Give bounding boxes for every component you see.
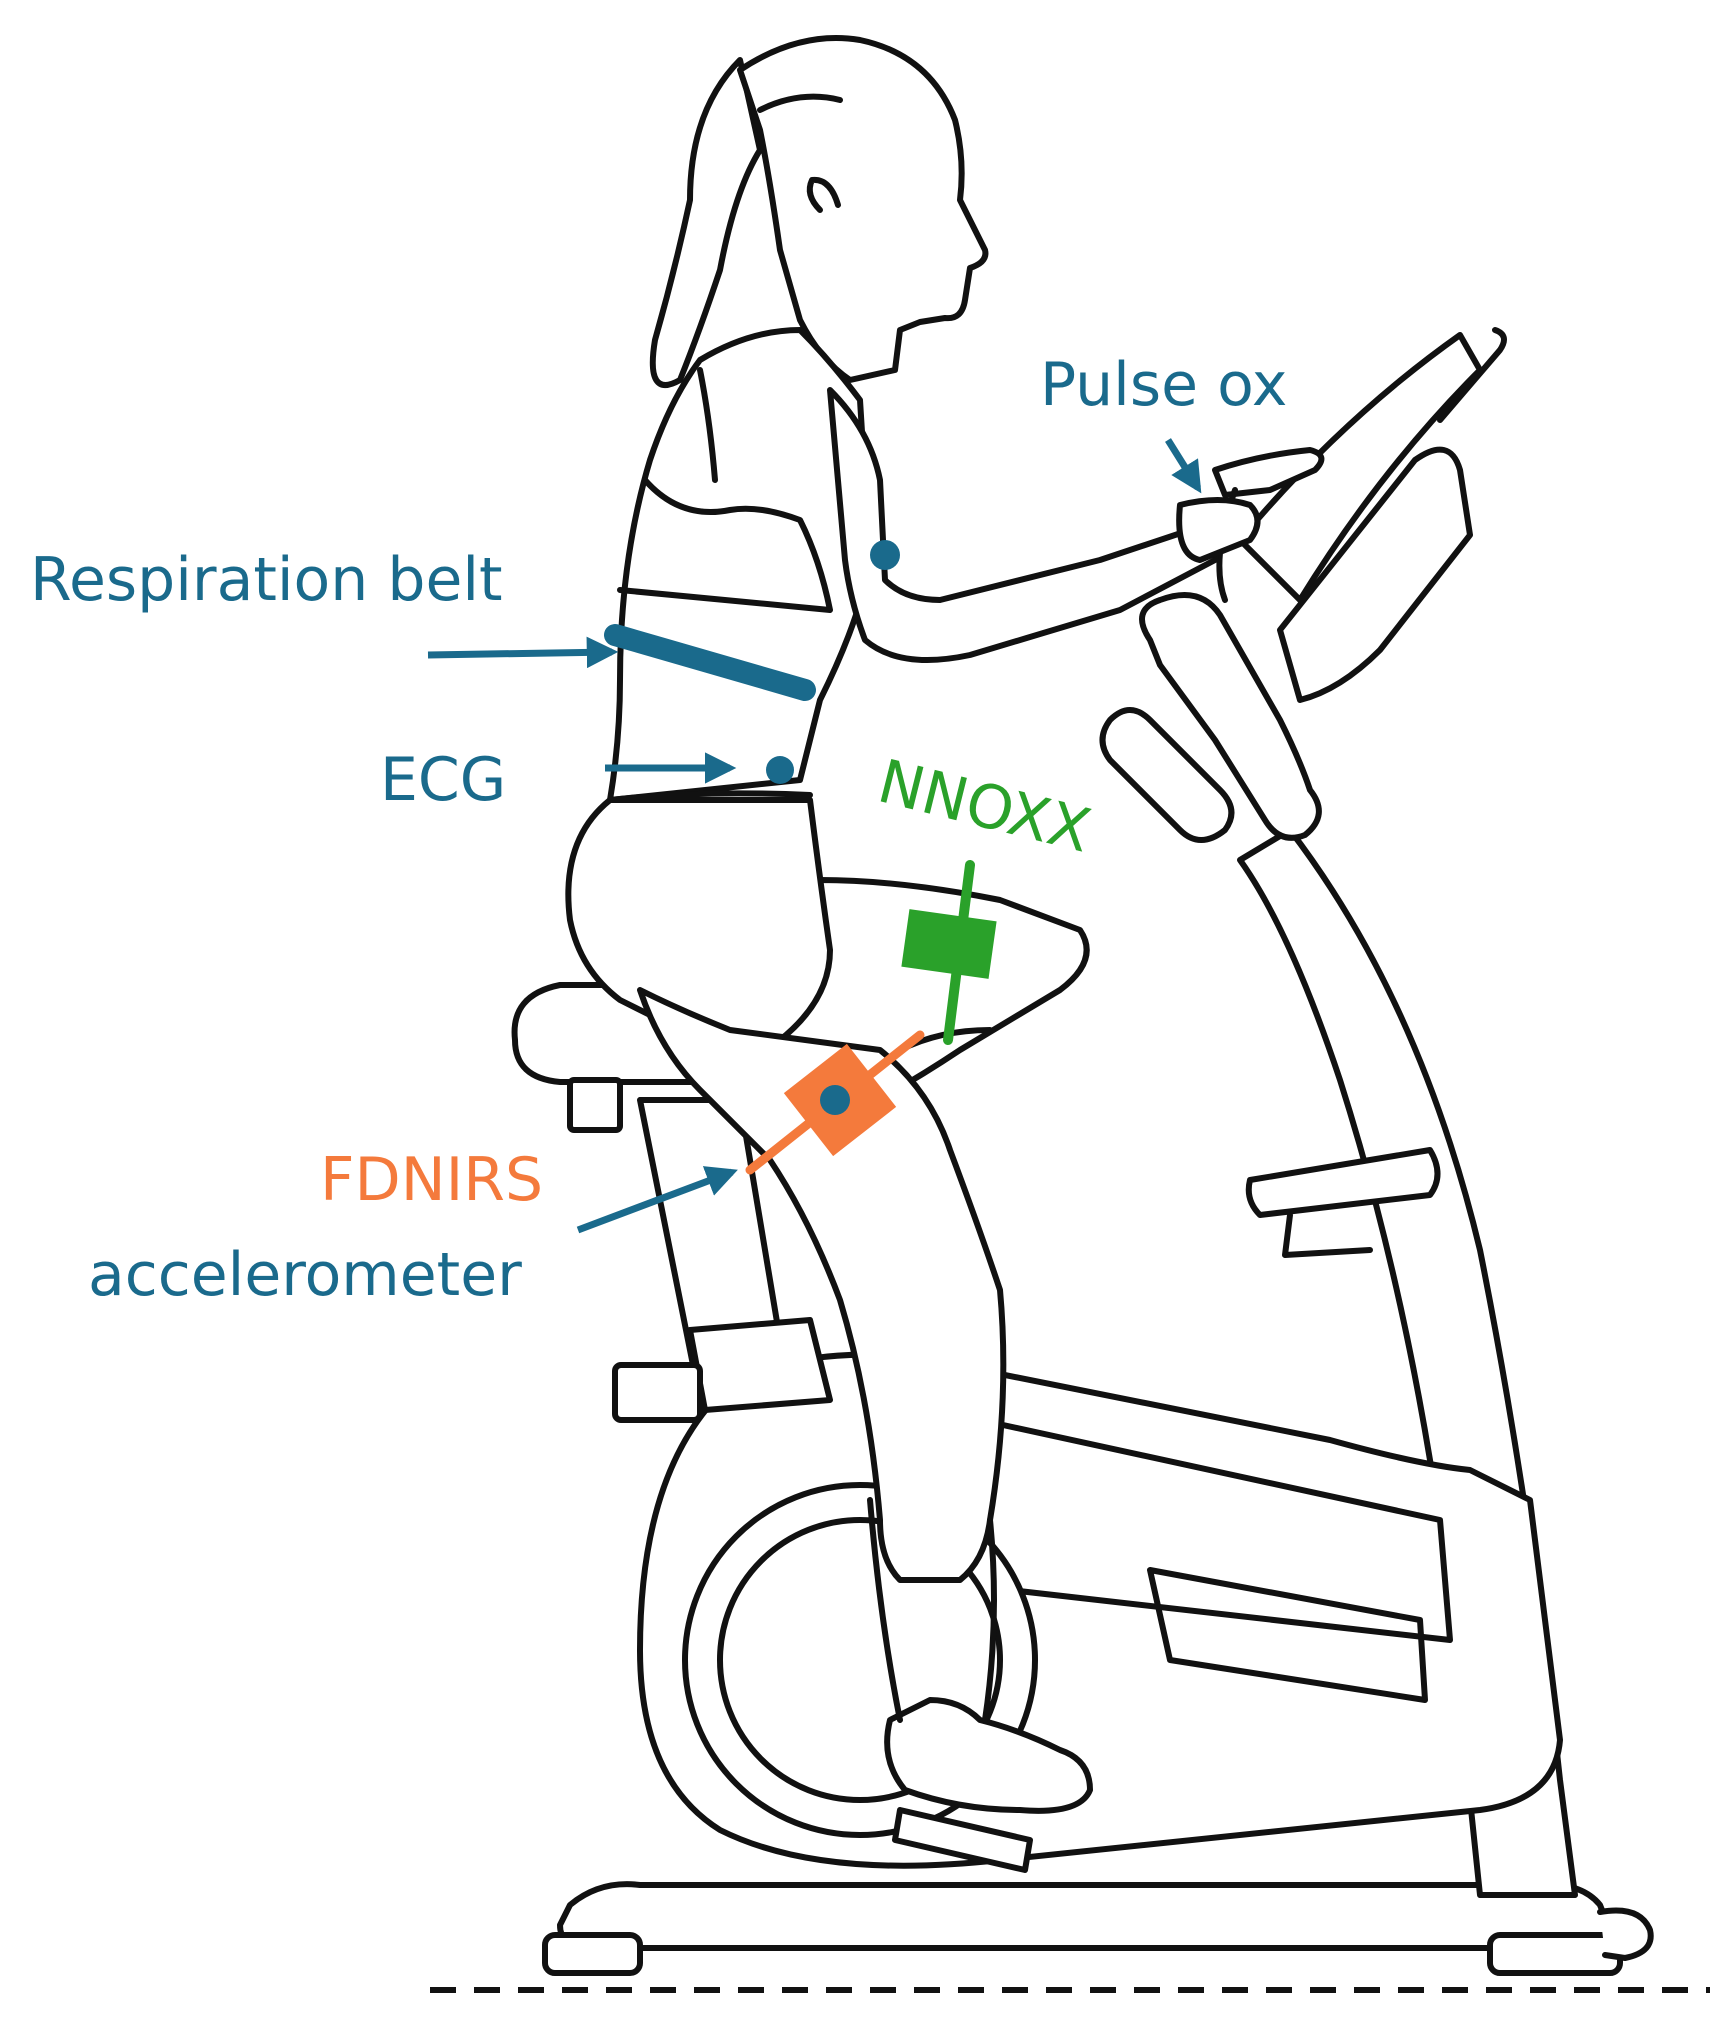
pulse-ox-arrow: [1165, 438, 1202, 494]
label-respiration-belt: Respiration belt: [30, 545, 503, 615]
bike-seat-collar: [687, 1317, 833, 1413]
bike-pedal: [892, 1807, 1033, 1873]
bike-rear-foot: [542, 1932, 643, 1976]
rider-shin: [867, 1497, 997, 1723]
bike-base: [557, 1881, 1614, 1951]
label-fdnirs: FDNIRS: [320, 1145, 543, 1215]
bike-handle-grip: [1212, 447, 1325, 498]
rider-ponytail: [649, 57, 763, 388]
sensor-dot-icon: [766, 756, 794, 784]
bike-bottle-holder-hook: [1282, 1212, 1373, 1258]
bike-bottle-holder: [1245, 1147, 1441, 1218]
bike-console-top: [1437, 327, 1507, 423]
bike-guard-slot: [1147, 1567, 1428, 1703]
rider-shoe: [884, 1697, 1093, 1814]
bike-front-foot: [1487, 1932, 1623, 1976]
nnoxx-sensor: [901, 860, 997, 1045]
bike-seat-knob: [612, 1362, 703, 1423]
rider-strap: [697, 367, 718, 483]
rider-top: [617, 477, 833, 613]
rider-hand: [1176, 497, 1261, 563]
label-pulse-ox: Pulse ox: [1040, 350, 1287, 420]
sensor-pad-icon: [901, 909, 997, 979]
rider-ear: [806, 176, 841, 213]
fdnirs-sensor: [745, 1030, 925, 1175]
bike-front-wheel-cap: [1597, 1907, 1654, 1961]
label-nnoxx: NNOXX: [871, 747, 1097, 867]
bike-handlebar-lower: [1099, 707, 1235, 843]
respiration-belt-strap: [604, 624, 816, 701]
label-accelerometer: accelerometer: [88, 1240, 522, 1310]
bike-chain-guard-inner: [977, 1417, 1453, 1643]
sensor-dot-icon: [870, 540, 900, 570]
rider-head: [737, 35, 989, 383]
rider-hair-line: [757, 93, 843, 113]
bike-flywheel-inner: [717, 1517, 1003, 1803]
fdnirs-arrow: [576, 1166, 738, 1234]
bike-seat-bracket: [567, 1077, 623, 1133]
bike-console: [1277, 446, 1473, 703]
respiration-belt-arrow: [427, 636, 619, 669]
bike-handlebar: [1139, 592, 1322, 841]
label-ecg: ECG: [380, 745, 506, 815]
rider-front-thigh: [637, 987, 1007, 1583]
sensor-dot-icon: [820, 1085, 850, 1115]
